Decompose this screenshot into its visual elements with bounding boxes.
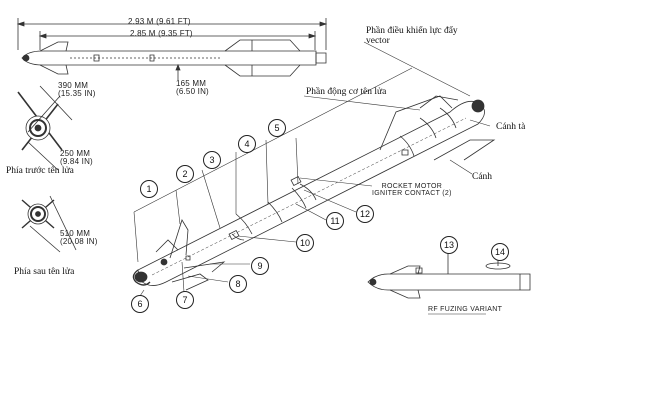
rear-span-label: 510 MM (20.08 IN) bbox=[60, 229, 98, 247]
rear-view-label: Phía sau tên lửa bbox=[14, 267, 75, 277]
body-diameter-label: 165 MM (6.50 IN) bbox=[176, 79, 209, 97]
wing-label: Cánh bbox=[472, 172, 493, 182]
side-view-missile bbox=[22, 40, 326, 76]
callout-10: 10 bbox=[296, 234, 314, 252]
igniter-contact-label: ROCKET MOTOR IGNITER CONTACT (2) bbox=[372, 183, 452, 198]
rf-fuzing-variant-drawing bbox=[368, 252, 530, 298]
section-leader-lines bbox=[134, 42, 490, 296]
callout-14: 14 bbox=[491, 243, 509, 261]
callout-4: 4 bbox=[238, 135, 256, 153]
callout-5: 5 bbox=[268, 119, 286, 137]
rf-fuzing-variant-label: RF FUZING VARIANT bbox=[428, 306, 503, 313]
tail-fin-label: Cánh tà bbox=[496, 122, 526, 132]
callout-3: 3 bbox=[203, 151, 221, 169]
front-span-label: 390 MM (15.35 IN) bbox=[58, 81, 96, 99]
thrust-vector-control-label: Phần điều khiển lực đẩy vector bbox=[366, 26, 458, 46]
callout-6: 6 bbox=[131, 295, 149, 313]
callout-8: 8 bbox=[229, 275, 247, 293]
callout-11: 11 bbox=[326, 212, 344, 230]
callout-9: 9 bbox=[251, 257, 269, 275]
callout-13: 13 bbox=[440, 236, 458, 254]
callout-7: 7 bbox=[176, 291, 194, 309]
rear-view bbox=[22, 196, 76, 252]
front-view-label: Phía trước tên lửa bbox=[6, 166, 74, 176]
overall-length-label: 2.93 M (9.61 FT) bbox=[128, 17, 191, 26]
callout-1: 1 bbox=[140, 180, 158, 198]
body-diameter-dimension bbox=[176, 65, 180, 80]
perspective-missile bbox=[133, 96, 494, 290]
front-view bbox=[18, 86, 72, 170]
body-length-label: 2.85 M (9.35 FT) bbox=[130, 29, 193, 38]
body-length-dimension bbox=[40, 31, 315, 50]
front-inner-label: 250 MM (9.84 IN) bbox=[60, 149, 93, 167]
callout-2: 2 bbox=[176, 165, 194, 183]
rocket-motor-section-label: Phần động cơ tên lửa bbox=[306, 87, 387, 97]
overall-length-dimension bbox=[18, 18, 326, 50]
callout-12: 12 bbox=[356, 205, 374, 223]
